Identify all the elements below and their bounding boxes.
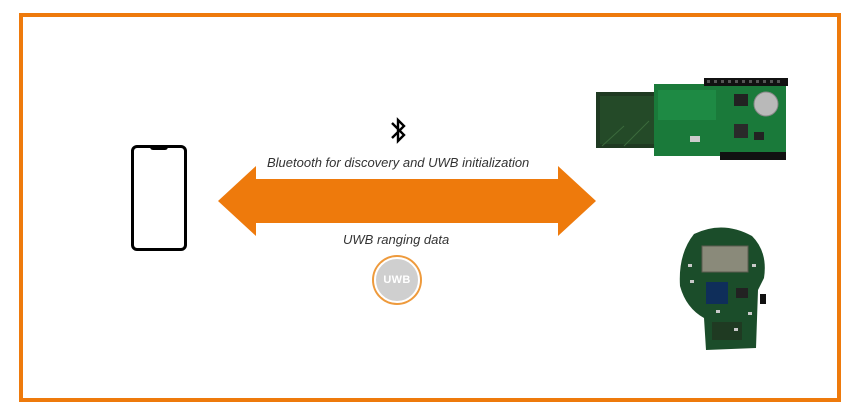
bidirectional-arrow — [218, 166, 596, 236]
uwb-module-board-image — [679, 227, 766, 350]
diagram-frame — [19, 13, 841, 402]
bluetooth-label: Bluetooth for discovery and UWB initiali… — [267, 155, 530, 170]
uwb-logo: UWB — [372, 255, 422, 305]
bluetooth-icon — [391, 117, 406, 144]
uwb-ranging-label: UWB ranging data — [343, 232, 450, 247]
uwb-dev-board-image — [596, 78, 788, 160]
smartphone-icon — [131, 145, 187, 251]
uwb-badge-text: UWB — [383, 274, 411, 286]
